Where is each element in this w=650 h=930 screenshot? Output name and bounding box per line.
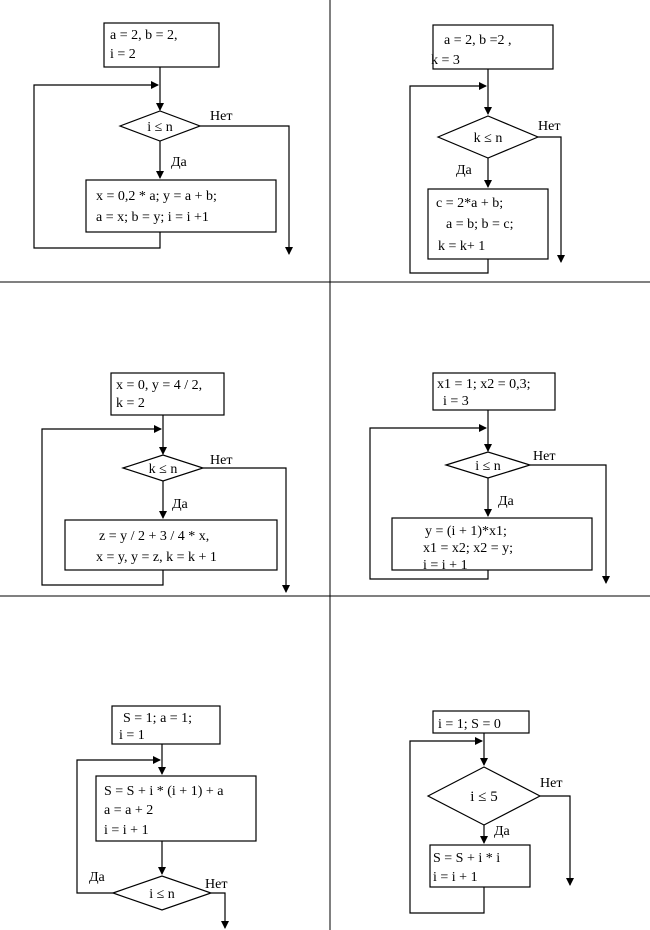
body-line-1: y = (i + 1)*x1;: [425, 524, 507, 539]
init-block: [110, 372, 225, 416]
body-block: [95, 775, 257, 842]
condition-label: i ≤ n: [147, 120, 173, 135]
no-label: Нет: [210, 453, 232, 468]
yes-label: Да: [172, 497, 189, 512]
init-line-1: S = 1; a = 1;: [123, 711, 192, 726]
flowchart-1: a = 2, b = 2, i = 2 i ≤ n Нет Да x = 0,2…: [33, 22, 293, 255]
flowchart-2: a = 2, b =2 , k = 3 k ≤ n Нет Да c = 2*a…: [409, 24, 565, 274]
flowchart-3: x = 0, y = 4 / 2, k = 2 k ≤ n Нет Да z =…: [41, 372, 290, 593]
body-line-2: a = a + 2: [104, 803, 153, 818]
body-line-1: c = 2*a + b;: [436, 196, 503, 211]
body-line-1: z = y / 2 + 3 / 4 * x,: [99, 529, 209, 544]
body-line-2: a = x; b = y; i = i +1: [96, 210, 209, 225]
body-line-3: k = k+ 1: [438, 239, 485, 254]
yes-label: Да: [498, 494, 515, 509]
flowchart-4: x1 = 1; x2 = 0,3; i = 3 i ≤ n Нет Да y =…: [369, 372, 610, 584]
no-label: Нет: [538, 119, 560, 134]
flowchart-5: S = 1; a = 1; i = 1 S = S + i * (i + 1) …: [76, 705, 257, 929]
body-line-2: a = b; b = c;: [446, 217, 514, 232]
init-block: [432, 710, 530, 734]
init-block: [111, 705, 221, 745]
init-line-1: a = 2, b = 2,: [110, 28, 178, 43]
yes-label: Да: [89, 870, 106, 885]
body-line-2: i = i + 1: [433, 870, 478, 885]
body-line-1: S = S + i * i: [433, 851, 500, 866]
body-line-3: i = i + 1: [104, 823, 149, 838]
no-label: Нет: [205, 877, 227, 892]
body-block: [64, 519, 278, 571]
body-block: [391, 517, 593, 571]
condition-label: k ≤ n: [149, 462, 178, 477]
body-line-3: i = i + 1: [423, 558, 468, 573]
body-line-2: x = y, y = z, k = k + 1: [96, 550, 217, 565]
body-line-1: x = 0,2 * a; y = a + b;: [96, 189, 217, 204]
condition-label: i ≤ n: [475, 459, 501, 474]
condition-label: i ≤ 5: [470, 789, 497, 805]
init-line-2: i = 2: [110, 47, 136, 62]
body-block: [427, 188, 549, 260]
init-line-1: x = 0, y = 4 / 2,: [116, 378, 202, 393]
no-label: Нет: [533, 449, 555, 464]
init-line-1: a = 2, b =2 ,: [444, 33, 512, 48]
no-label: Нет: [210, 109, 232, 124]
yes-label: Да: [494, 824, 511, 839]
init-block: [432, 24, 554, 70]
body-block: [85, 179, 277, 233]
body-block: [429, 844, 531, 888]
flowchart-6: i = 1; S = 0 i ≤ 5 Нет Да S = S + i * i …: [409, 710, 574, 914]
init-line-2: k = 3: [431, 53, 460, 68]
body-line-1: S = S + i * (i + 1) + a: [104, 784, 224, 799]
init-line-1: i = 1; S = 0: [438, 717, 501, 732]
no-label: Нет: [540, 776, 562, 791]
yes-label: Да: [171, 155, 188, 170]
init-line-1: x1 = 1; x2 = 0,3;: [437, 377, 531, 392]
condition-label: i ≤ n: [149, 887, 175, 902]
yes-label: Да: [456, 163, 473, 178]
init-line-2: i = 3: [443, 394, 469, 409]
init-line-2: k = 2: [116, 396, 145, 411]
body-line-2: x1 = x2; x2 = y;: [423, 541, 513, 556]
init-block: [432, 372, 556, 411]
init-block: [103, 22, 220, 68]
condition-label: k ≤ n: [474, 131, 503, 146]
init-line-2: i = 1: [119, 728, 145, 743]
